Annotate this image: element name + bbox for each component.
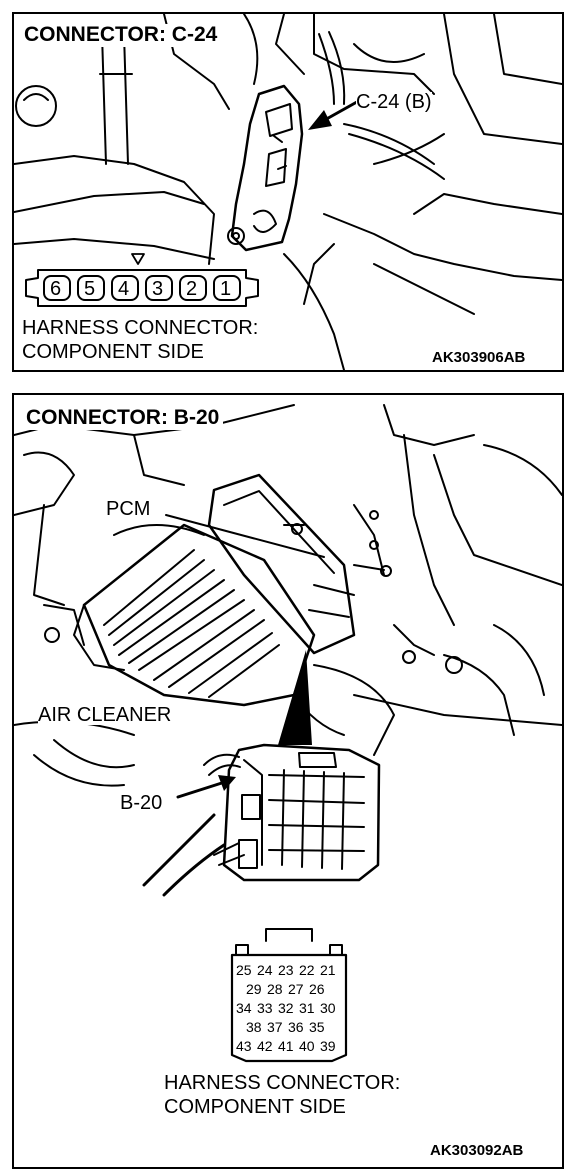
pin-label: 34 — [236, 1000, 252, 1016]
engine-bay-illustration-b20 — [14, 404, 562, 1063]
pin-label: 28 — [267, 981, 283, 997]
connector-c24-panel: CONNECTOR: C-24 C-24 (B) 6 5 4 3 2 1 HAR… — [12, 12, 564, 372]
pin-label: 26 — [309, 981, 325, 997]
pin-label: 6 — [50, 278, 62, 300]
connector-b20-title: CONNECTOR: B-20 — [26, 407, 224, 430]
pcm-label: PCM — [106, 498, 151, 520]
connector-b20-callout: B-20 — [120, 792, 163, 814]
pin-label: 27 — [288, 981, 304, 997]
connector-c24-callout: C-24 (B) — [356, 91, 432, 113]
pin-label: 29 — [246, 981, 262, 997]
pin-label: 3 — [152, 278, 164, 300]
pin-label: 25 — [236, 962, 252, 978]
connector-b20-figure-code: AK303092AB — [430, 1142, 524, 1159]
pin-label: 40 — [299, 1038, 315, 1054]
pin-label: 39 — [320, 1038, 336, 1054]
connector-c24-caption-line2: COMPONENT SIDE — [22, 341, 204, 363]
pin-label: 41 — [278, 1038, 294, 1054]
pin-label: 21 — [320, 962, 336, 978]
pin-label: 5 — [84, 278, 96, 300]
pin-label: 36 — [288, 1019, 304, 1035]
pin-label: 32 — [278, 1000, 294, 1016]
pin-label: 4 — [118, 278, 130, 300]
pin-label: 1 — [220, 278, 232, 300]
pin-label: 38 — [246, 1019, 262, 1035]
pin-label: 24 — [257, 962, 273, 978]
pin-label: 37 — [267, 1019, 283, 1035]
pin-label: 2 — [186, 278, 198, 300]
connector-c24-figure-code: AK303906AB — [432, 349, 526, 366]
connector-b20-panel: CONNECTOR: B-20 PCM AIR CLEANER B-20 25 … — [12, 393, 564, 1169]
air-cleaner-label: AIR CLEANER — [38, 704, 172, 726]
connector-b20-caption-line1: HARNESS CONNECTOR: — [164, 1072, 401, 1094]
connector-c24-caption-line1: HARNESS CONNECTOR: — [22, 317, 259, 339]
pin-label: 33 — [257, 1000, 273, 1016]
pin-label: 42 — [257, 1038, 273, 1054]
pin-label: 43 — [236, 1038, 252, 1054]
pin-label: 30 — [320, 1000, 336, 1016]
pin-label: 31 — [299, 1000, 315, 1016]
pin-label: 22 — [299, 962, 315, 978]
connector-c24-title: CONNECTOR: C-24 — [24, 24, 222, 47]
engine-bay-illustration-c24 — [14, 14, 562, 370]
connector-b20-caption-line2: COMPONENT SIDE — [164, 1096, 346, 1118]
pin-label: 35 — [309, 1019, 325, 1035]
pin-label: 23 — [278, 962, 294, 978]
